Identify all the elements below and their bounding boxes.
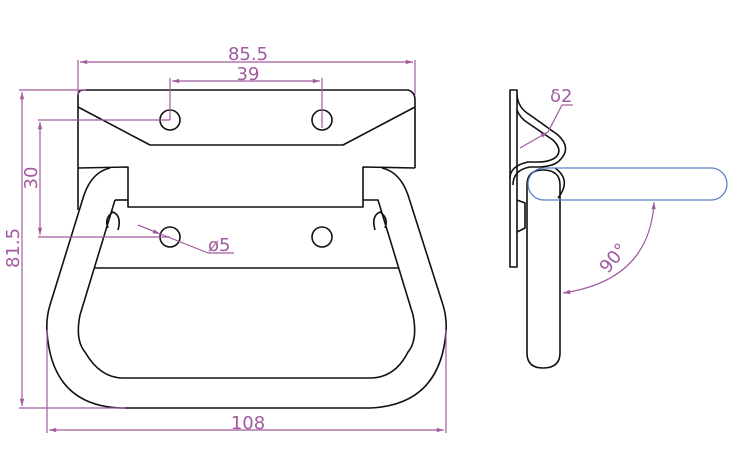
dim-hole-spacing: 39: [237, 64, 260, 85]
front-dimensions: 85.5 39 81.5 30 ø5 108: [3, 44, 447, 434]
mount-hole: [311, 226, 333, 248]
handle-inner: [77, 199, 416, 379]
side-dimensions: δ2 90°: [519, 86, 656, 295]
front-view: [46, 89, 447, 409]
dim-overall-width: 85.5: [228, 44, 268, 65]
dim-handle-width: 108: [231, 413, 265, 434]
dim-rotation-angle: 90°: [595, 239, 632, 277]
side-plate: [509, 89, 518, 268]
dim-overall-height: 81.5: [3, 228, 24, 268]
pivot-loop: [106, 211, 120, 231]
handle-outer: [46, 167, 447, 409]
side-view: [509, 89, 567, 369]
strip-wrap: [554, 167, 566, 199]
dim-thickness: δ2: [550, 86, 572, 107]
bent-strip: [512, 94, 567, 186]
dim-hole-vertical-spacing: 30: [21, 167, 42, 190]
pivot-loop: [373, 211, 387, 231]
plate-chamfer: [77, 106, 416, 146]
handle-alt-position: [527, 167, 728, 201]
dim-hole-diameter: ø5: [208, 235, 230, 256]
side-handle: [526, 169, 561, 369]
plate-cutout: [77, 166, 416, 208]
bent-strip-inner: [509, 109, 560, 179]
dim-leader-thickness: [547, 104, 563, 133]
pivot-block: [516, 199, 526, 233]
dim-angle-arc: [562, 201, 656, 295]
